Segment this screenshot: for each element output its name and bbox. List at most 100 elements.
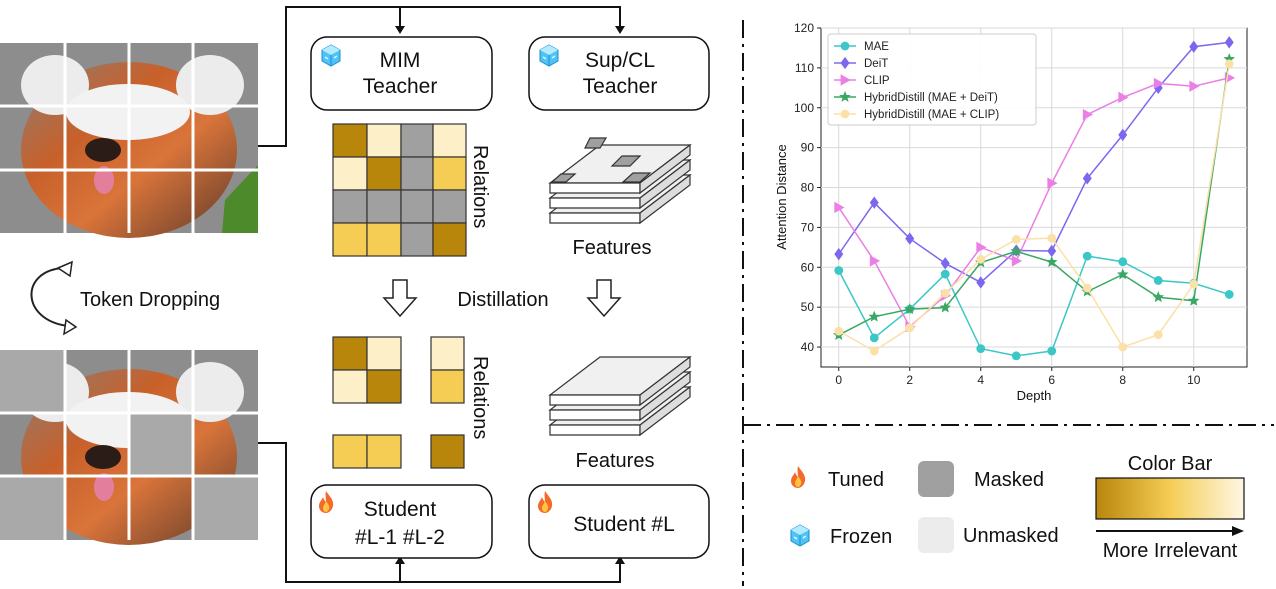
data-point-3-6 (1045, 256, 1058, 268)
color-bar-arrowhead (1232, 526, 1244, 536)
data-point-4-5 (1011, 234, 1021, 244)
y-tick-label: 80 (801, 181, 815, 195)
series-line-3 (838, 59, 1230, 336)
svg-text:MIM: MIM (380, 49, 421, 72)
legend-frozen: Frozen (830, 526, 892, 548)
data-point-1-4 (976, 276, 986, 289)
relations-matrix-bottom (332, 336, 465, 469)
features-label-top: Features (573, 237, 652, 259)
legend-entry-1: DeiT (864, 58, 888, 70)
legend-unmasked: Unmasked (963, 525, 1059, 547)
data-point-0-0 (834, 266, 844, 275)
svg-text:Student #L: Student #L (573, 513, 675, 536)
legend-marker-0 (840, 41, 850, 51)
tuned-legend-icon (791, 466, 806, 488)
svg-text:Sup/CL: Sup/CL (585, 49, 655, 72)
svg-text:Teacher: Teacher (583, 75, 658, 98)
legend-masked: Masked (974, 469, 1044, 491)
unmasked-swatch (918, 517, 954, 553)
data-point-1-0 (834, 247, 844, 261)
y-tick-label: 50 (801, 300, 815, 314)
y-tick-label: 100 (794, 101, 814, 115)
frozen-icon (539, 44, 559, 67)
data-point-2-0 (834, 201, 845, 214)
data-point-4-11 (1224, 59, 1234, 69)
data-point-0-5 (1011, 351, 1021, 361)
data-point-2-1 (869, 255, 881, 267)
x-tick-label: 4 (977, 373, 984, 387)
data-point-3-8 (1116, 268, 1129, 280)
distillation-arrows (382, 279, 622, 318)
data-point-4-6 (1047, 233, 1057, 243)
data-point-3-1 (868, 310, 881, 322)
data-point-1-10 (1189, 40, 1199, 53)
features-label-bottom: Features (576, 450, 655, 472)
data-point-4-0 (834, 326, 844, 336)
data-point-0-11 (1224, 290, 1234, 299)
chart-xlabel: Depth (1017, 388, 1052, 403)
data-point-2-10 (1189, 80, 1200, 92)
legend-panel: Tuned Frozen Masked Unmasked Color Bar M… (790, 453, 1245, 562)
legend-box (827, 33, 1037, 126)
color-bar-caption: More Irrelevant (1103, 540, 1238, 562)
x-tick-label: 6 (1048, 373, 1055, 387)
y-tick-label: 110 (795, 61, 814, 75)
data-point-0-6 (1047, 346, 1057, 356)
data-point-3-9 (1152, 291, 1165, 303)
relations-label-bottom: Relations (469, 356, 491, 439)
color-bar (1095, 477, 1245, 520)
y-tick-label: 70 (801, 220, 815, 234)
mim-teacher-box: MIM Teacher (310, 36, 493, 111)
token-dropping-label: Token Dropping (80, 289, 220, 311)
series-line-0 (838, 255, 1230, 357)
legend-entry-3: HybridDistill (MAE + DeiT) (864, 92, 998, 104)
data-point-2-5 (1011, 255, 1023, 267)
data-point-2-8 (1118, 91, 1129, 104)
features-stack-bottom (548, 355, 692, 437)
data-point-4-4 (976, 254, 986, 264)
masked-swatch (918, 461, 954, 497)
data-point-3-2 (903, 303, 916, 315)
series-line-4 (838, 63, 1230, 352)
svg-text:#L-1 #L-2: #L-1 #L-2 (355, 526, 445, 549)
data-point-1-3 (940, 257, 950, 270)
data-point-1-11 (1224, 36, 1234, 49)
data-point-0-1 (869, 333, 879, 343)
divider-lines (742, 20, 1274, 586)
data-point-3-10 (1187, 294, 1200, 306)
token-dropping-arrow (30, 260, 78, 336)
data-point-0-8 (1118, 257, 1128, 267)
features-stack-top (548, 137, 692, 225)
legend-marker-1 (840, 56, 850, 70)
sup-teacher-box: Sup/CL Teacher (528, 36, 710, 111)
connector-arrowheads (395, 26, 625, 564)
data-point-4-9 (1153, 330, 1163, 340)
frozen-icon (321, 44, 341, 67)
color-bar-title: Color Bar (1128, 453, 1213, 475)
legend-marker-4 (840, 109, 850, 119)
chart-ylabel: Attention Distance (774, 144, 789, 250)
x-tick-label: 0 (835, 373, 842, 387)
svg-text:Student: Student (364, 498, 437, 521)
frozen-legend-icon (790, 524, 810, 547)
data-point-1-7 (1082, 172, 1092, 185)
relations-matrix-top (332, 123, 467, 257)
data-point-1-8 (1118, 128, 1128, 142)
data-point-4-2 (905, 323, 915, 333)
data-point-4-1 (869, 346, 879, 356)
student-box-2: Student #L (528, 484, 710, 559)
legend-marker-2 (840, 74, 851, 86)
data-point-2-6 (1047, 177, 1058, 189)
data-point-2-7 (1082, 108, 1094, 121)
data-point-1-2 (905, 232, 915, 245)
data-point-4-7 (1082, 283, 1092, 293)
x-tick-label: 10 (1187, 373, 1201, 387)
x-tick-label: 2 (906, 373, 913, 387)
data-point-0-9 (1153, 276, 1163, 285)
x-tick-label: 8 (1119, 373, 1126, 387)
input-image-full (0, 43, 258, 238)
legend-entry-0: MAE (864, 41, 889, 53)
data-point-0-4 (976, 344, 986, 354)
y-tick-label: 40 (801, 340, 815, 354)
